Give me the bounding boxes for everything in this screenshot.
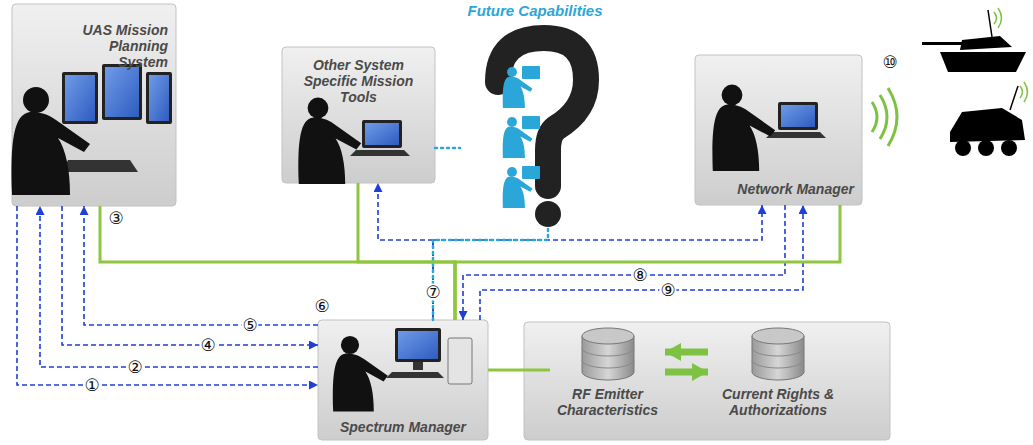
system-node: Network Manager xyxy=(695,55,862,205)
network-link xyxy=(455,205,840,320)
network-link xyxy=(358,183,455,320)
question-mark xyxy=(460,0,610,228)
message-arrow xyxy=(17,206,318,385)
tools-workstation xyxy=(298,98,410,184)
callout-number: ⑩ xyxy=(881,54,898,71)
message-arrow xyxy=(84,206,318,325)
callout-number: ② xyxy=(126,359,143,376)
sync-arrow xyxy=(665,349,708,356)
node-label: UAS Mission Planning System xyxy=(74,22,168,70)
panels xyxy=(12,4,890,440)
callout-number: ⑥ xyxy=(313,298,330,315)
database-cylinder xyxy=(748,326,808,382)
callout-number: ⑦ xyxy=(424,284,441,301)
system-node: UAS Mission Planning System xyxy=(12,4,176,206)
callout-number: ③ xyxy=(107,210,124,227)
system-node: Other System Specific Mission Tools xyxy=(282,47,435,183)
uas-workstation xyxy=(12,64,172,195)
vehicles xyxy=(922,8,1028,156)
spectrum-workstation xyxy=(333,328,472,412)
node-label: Current Rights & Authorizations xyxy=(708,386,848,418)
system-node: Future Capabilities xyxy=(460,0,610,228)
callout-number: ⑨ xyxy=(659,282,676,299)
future-link xyxy=(433,228,548,320)
callout-number: ⑧ xyxy=(631,267,648,284)
callout-number: ⑤ xyxy=(241,317,258,334)
future-link xyxy=(435,147,460,150)
system-node: RF Emitter Characteristics xyxy=(550,326,665,432)
system-node: Current Rights & Authorizations xyxy=(708,326,848,432)
callout-number: ① xyxy=(83,377,100,394)
node-label: RF Emitter Characteristics xyxy=(550,386,665,418)
network-link xyxy=(488,369,550,372)
node-label: Spectrum Manager xyxy=(318,419,488,435)
node-label: Other System Specific Mission Tools xyxy=(290,57,427,105)
sync-arrow xyxy=(665,369,708,376)
message-arrow xyxy=(40,206,318,367)
node-label: Network Manager xyxy=(737,181,854,197)
system-node: Spectrum Manager xyxy=(318,320,488,440)
node-label: Future Capabilities xyxy=(460,2,610,19)
database-cylinder xyxy=(578,326,638,382)
callout-number: ④ xyxy=(199,337,216,354)
radio-signal xyxy=(872,88,897,146)
network-workstation xyxy=(712,85,826,171)
